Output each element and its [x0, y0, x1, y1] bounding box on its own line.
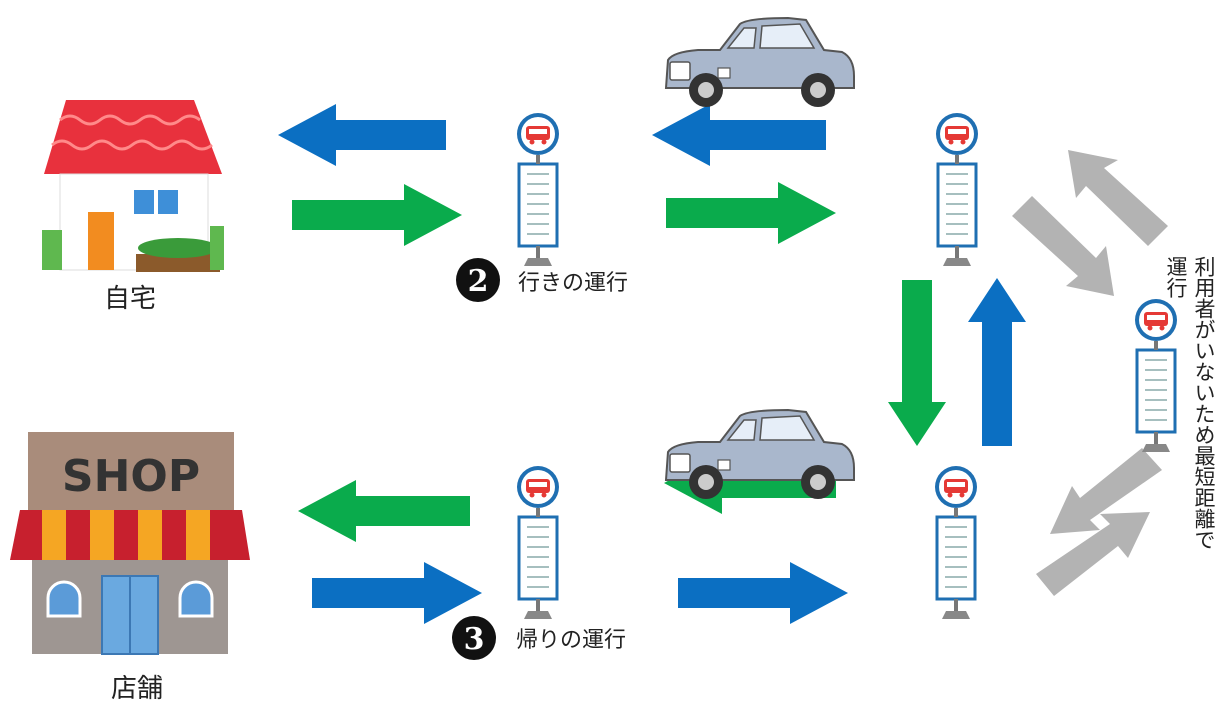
arrow-gray-diagonal-3 [1050, 448, 1162, 534]
arrow-green-home-to-stop [292, 184, 462, 246]
car-icon [665, 17, 855, 108]
route-out-label: 行きの運行 [518, 271, 628, 296]
bus-stop-icon [933, 464, 979, 621]
house-icon [42, 100, 224, 272]
number-badge-2-text: 2 [468, 264, 489, 299]
shop-icon: SHOP [10, 432, 250, 655]
arrow-gray-diagonal-4 [1036, 512, 1150, 596]
number-badge-3-text: 3 [464, 622, 485, 657]
number-badge-2 [456, 258, 500, 302]
arrow-blue-shop-to-stop [312, 562, 482, 624]
arrow-green-to-shop [298, 480, 470, 542]
arrow-green-down [888, 280, 946, 446]
arrow-blue-from-car [652, 104, 826, 166]
shop-label: 店舗 [111, 674, 163, 702]
shop-sign-text: SHOP [62, 451, 200, 502]
number-badge-3 [452, 616, 496, 660]
home-label: 自宅 [104, 284, 156, 314]
bus-stop-icon [515, 464, 561, 621]
bus-stop-icon [1133, 297, 1179, 454]
arrow-gray-diagonal-1 [1012, 196, 1114, 296]
shortest-route-note: 利用者がいないため最短距離で運行 [1164, 256, 1216, 550]
bus-stop-icon [934, 111, 980, 268]
arrow-green-to-right-stop [666, 182, 836, 244]
arrow-blue-up [968, 278, 1026, 446]
bus-stop-icon [515, 111, 561, 268]
arrow-blue-to-right-stop [678, 562, 848, 624]
arrow-gray-diagonal-2 [1068, 150, 1168, 246]
route-back-label: 帰りの運行 [516, 628, 626, 653]
arrow-blue-to-home [278, 104, 446, 166]
